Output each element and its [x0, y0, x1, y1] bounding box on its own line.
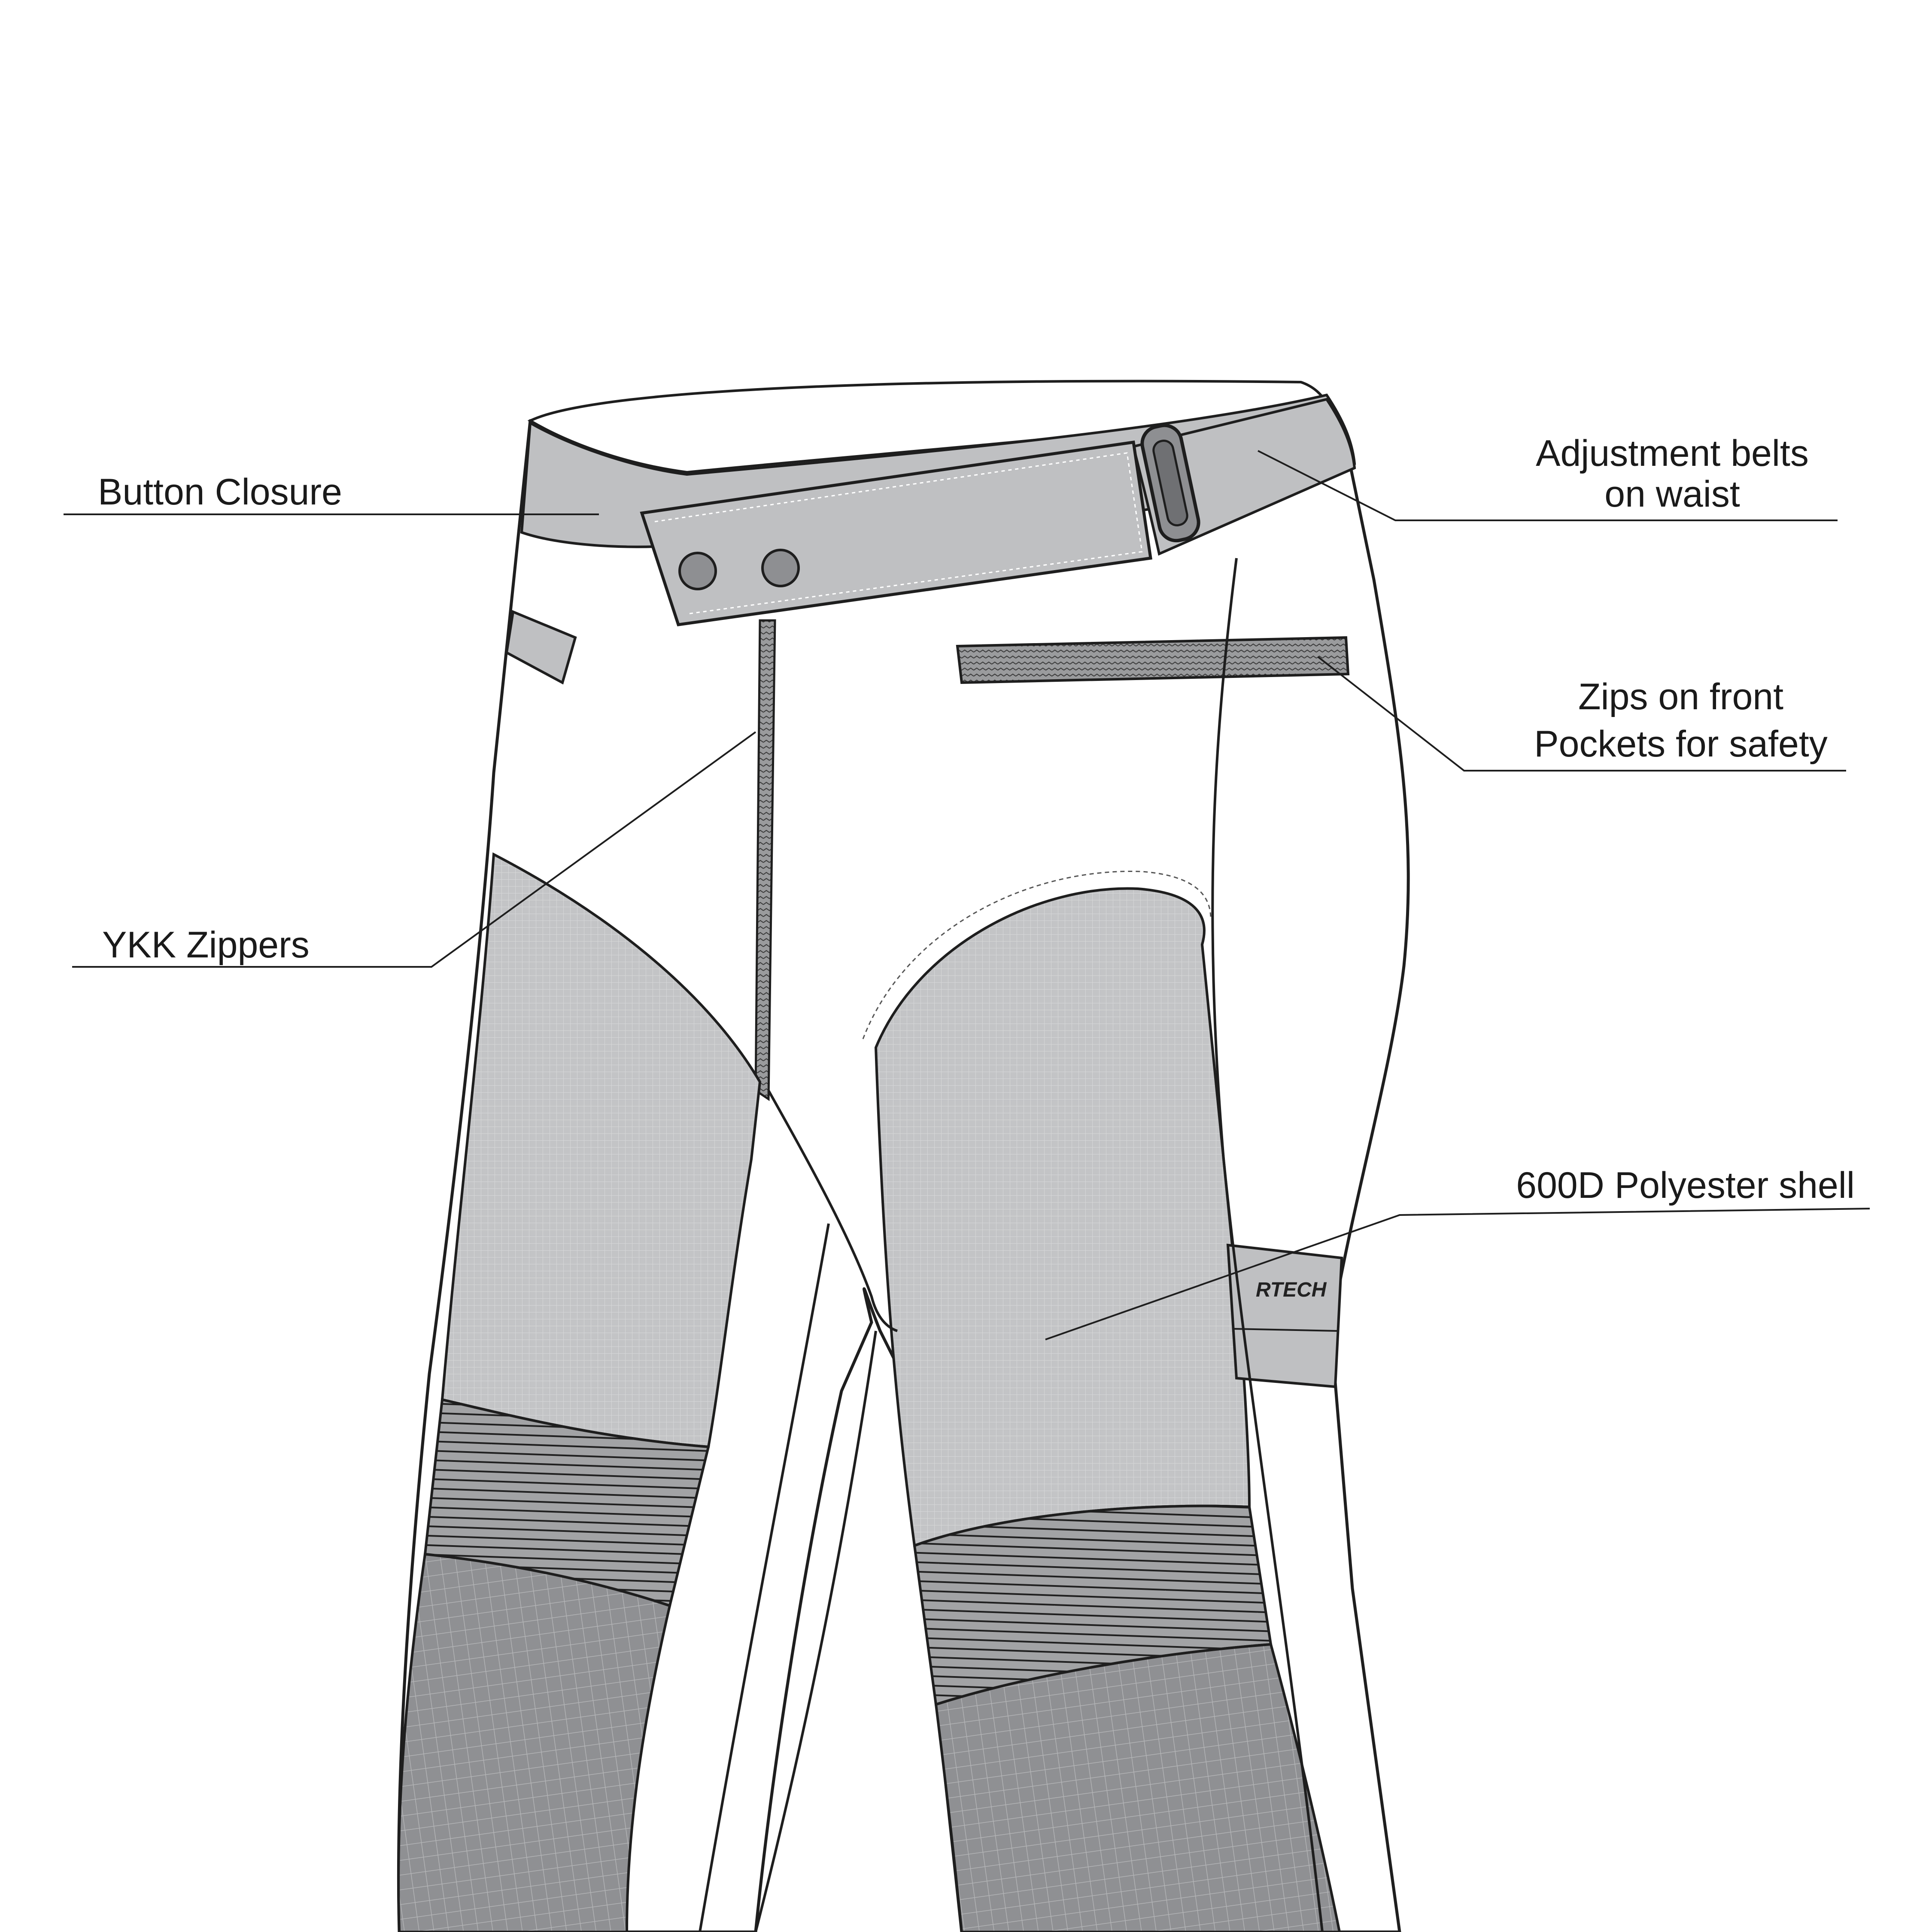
label-adjustment-belts-2: on waist — [1604, 474, 1740, 515]
inner-leg-right — [754, 1331, 877, 1932]
right-thigh-panel — [874, 887, 1251, 1548]
inseam-left — [767, 1090, 898, 1332]
leader-adjustment-belts — [1258, 450, 1838, 521]
brand-patch — [1226, 1243, 1343, 1388]
right-thigh-stitch — [862, 870, 1212, 1039]
inner-leg-left — [699, 1223, 830, 1932]
brand-patch-divider — [1232, 1328, 1338, 1332]
label-zips-front-1: Zips on front — [1578, 676, 1783, 717]
pants-illustration: RTECH — [397, 380, 1410, 1932]
label-shell: 600D Polyester shell — [1516, 1165, 1855, 1206]
label-zips-front-2: Pockets for safety — [1534, 723, 1828, 765]
leader-ykk — [72, 731, 756, 968]
snap-button-1 — [678, 552, 717, 590]
leader-zips-front — [1317, 656, 1846, 772]
label-adjustment-belts-1: Adjustment belts — [1536, 433, 1809, 474]
label-ykk: YKK Zippers — [102, 924, 310, 966]
pocket-zipper — [956, 636, 1350, 684]
snap-button-2 — [761, 549, 800, 587]
right-shin-panel — [934, 1643, 1341, 1932]
left-shin-panel — [397, 1552, 671, 1932]
button-tab-stitch — [654, 452, 1143, 615]
callout-labels: Button Closure Adjustment belts on waist… — [98, 433, 1855, 1206]
left-belt-loop — [505, 610, 577, 685]
strap-buckle-slot — [1152, 439, 1188, 527]
brand-label: RTECH — [1256, 1279, 1327, 1301]
side-seam-right — [1211, 558, 1324, 1932]
callout-lines — [64, 450, 1870, 1340]
fly-zipper — [754, 619, 776, 1101]
label-button-closure: Button Closure — [98, 471, 342, 513]
leader-shell — [1045, 1208, 1870, 1340]
